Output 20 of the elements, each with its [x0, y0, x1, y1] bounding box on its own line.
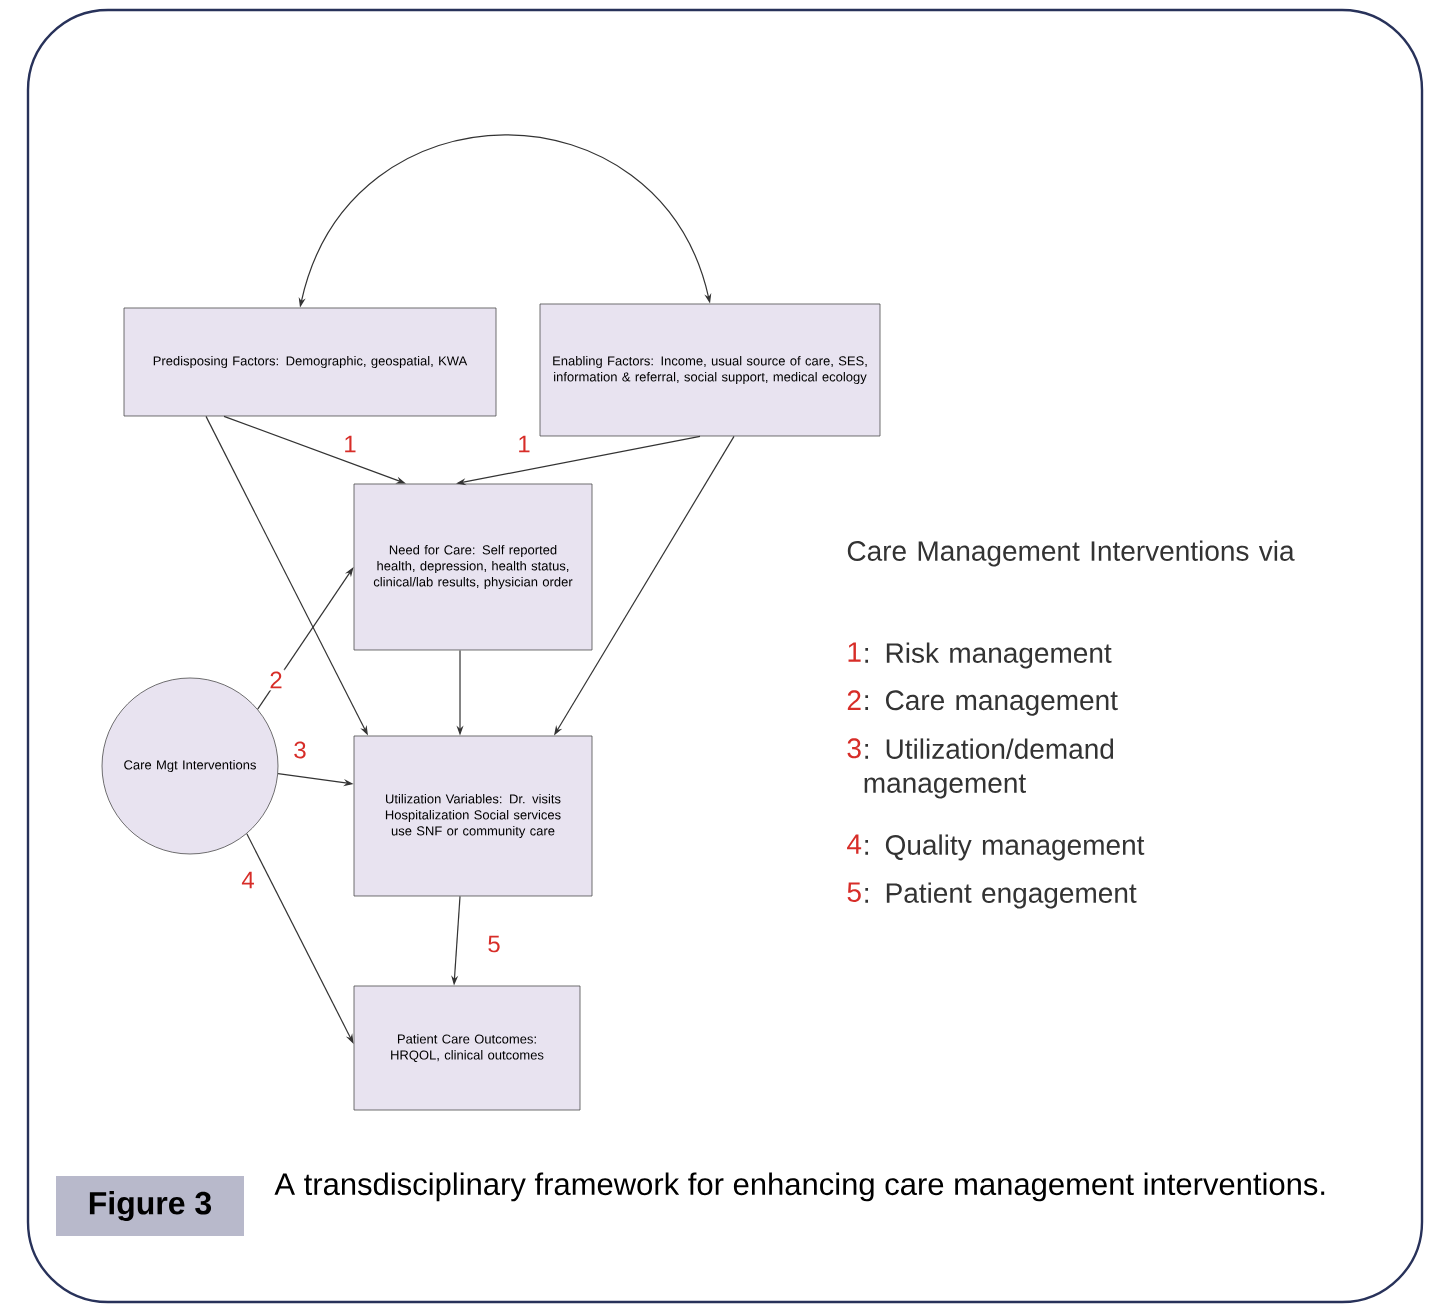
list-number: 5: [847, 882, 861, 902]
list-text: : Utilization/demand management: [864, 738, 1114, 799]
edge-label: 1: [341, 433, 359, 455]
list-number: 4: [847, 834, 862, 854]
edge-label: 5: [485, 933, 503, 955]
figure-label: Figure 3: [56, 1176, 244, 1236]
list-number: 2: [847, 690, 861, 710]
edge-label: 3: [291, 739, 309, 761]
list-text: : Patient engagement: [865, 882, 1137, 909]
list-heading: Care Management Interventions via: [847, 540, 1295, 567]
list-number: 1: [848, 642, 861, 662]
list-text: : Quality management: [865, 834, 1145, 861]
list-text: : Risk management: [865, 642, 1112, 669]
edge-label: 4: [239, 869, 257, 891]
arrow: [257, 567, 354, 710]
list-number: 3: [847, 738, 861, 759]
list-text: : Care management: [865, 690, 1118, 716]
edge-label: 2: [267, 669, 285, 691]
caption-text: A transdisciplinary framework for enhancing care management interventions.: [274, 1172, 1325, 1202]
edge-label: 1: [515, 433, 533, 455]
